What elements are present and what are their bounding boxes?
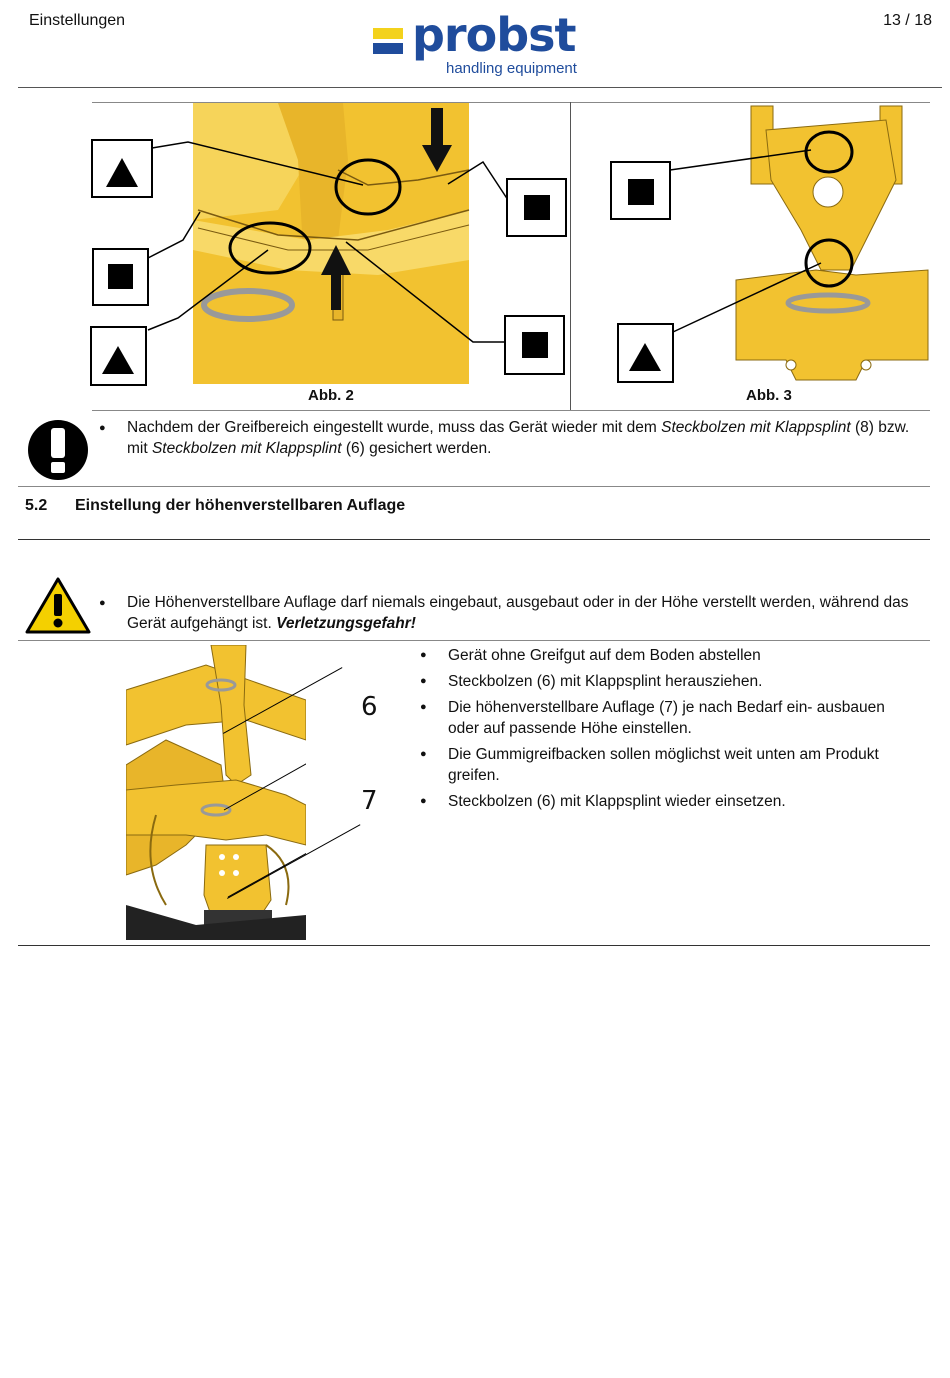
figure-divider [570, 102, 571, 410]
logo-blue-bar [373, 43, 403, 54]
header-section-title: Einstellungen [29, 12, 126, 29]
notice-divider [18, 486, 930, 487]
logo-subtitle: handling equipment [446, 60, 577, 77]
list-item: Steckbolzen (6) mit Klappsplint herauszi… [420, 671, 918, 692]
figure-abb2-caption: Abb. 2 [308, 387, 354, 404]
figure-label-6: 6 [361, 692, 378, 722]
list-item: Gerät ohne Greifgut auf dem Boden abstel… [420, 645, 918, 666]
warning-text: Die Höhenverstellbare Auflage darf niema… [127, 594, 909, 632]
figure-label-7: 7 [361, 786, 378, 816]
list-item: Steckbolzen (6) mit Klappsplint wieder e… [420, 791, 918, 812]
height-adjustable-support-image [126, 645, 306, 940]
instruction-steps: Gerät ohne Greifgut auf dem Boden abstel… [420, 645, 918, 817]
section-title: Einstellung der höhenverstellbaren Aufla… [75, 497, 406, 514]
warning-bullet: ● [99, 597, 106, 609]
logo-yellow-bar [373, 28, 403, 39]
notice-text: Nachdem der Greifbereich eingestellt wur… [127, 419, 910, 457]
list-item: Die Gummigreifbacken sollen möglichst we… [420, 744, 918, 786]
exclamation-icon [28, 420, 88, 480]
section-divider [18, 539, 930, 540]
header-divider [18, 87, 942, 88]
logo-wordmark: probst [412, 8, 577, 62]
figure-abb2-image [90, 103, 567, 386]
warning-icon [25, 577, 91, 634]
figure-abb3-caption: Abb. 3 [746, 387, 792, 404]
figure-table-top [92, 102, 930, 103]
figure-table-bottom [92, 410, 930, 411]
list-item: Die höhenverstellbare Auflage (7) je nac… [420, 697, 918, 739]
page-number: 13 / 18 [883, 12, 932, 29]
section-bottom-divider [18, 945, 930, 946]
warning-divider [18, 640, 930, 641]
section-number: 5.2 [25, 497, 48, 514]
figure-abb3-image [610, 105, 929, 383]
probst-logo: probst handling equipment [372, 8, 602, 82]
notice-bullet: ● [99, 422, 106, 434]
